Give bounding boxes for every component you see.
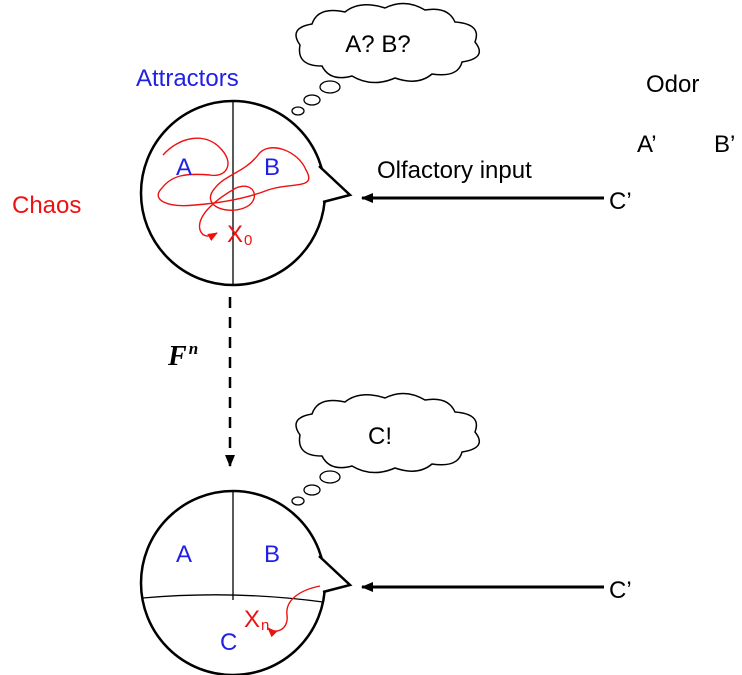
- thought-text-top: A? B?: [345, 31, 410, 58]
- state-x0: X0: [227, 221, 252, 249]
- thought-cloud-bottom: C!: [291, 392, 481, 506]
- state-xn: Xn: [244, 606, 269, 634]
- region-b-bottom: B: [264, 541, 280, 568]
- region-a-top: A: [176, 154, 192, 181]
- odor-c-label-bottom: C’: [609, 577, 632, 604]
- region-a-bottom: A: [176, 541, 192, 568]
- thought-text-bottom: C!: [368, 423, 392, 450]
- attractor-space-top: A B X0: [139, 99, 353, 287]
- chaos-label: Chaos: [12, 192, 81, 219]
- region-b-top: B: [264, 154, 280, 181]
- attractor-space-bottom: A B C Xn: [139, 489, 353, 675]
- olfactory-input-label: Olfactory input: [377, 157, 532, 184]
- odor-a-label: A’: [637, 131, 657, 158]
- odor-b-label: B’: [714, 131, 735, 158]
- attractors-label: Attractors: [136, 65, 239, 92]
- odor-label: Odor: [646, 71, 699, 98]
- thought-cloud-top: A? B?: [291, 2, 481, 116]
- region-c-bottom: C: [220, 629, 237, 656]
- odor-c-label-top: C’: [609, 188, 632, 215]
